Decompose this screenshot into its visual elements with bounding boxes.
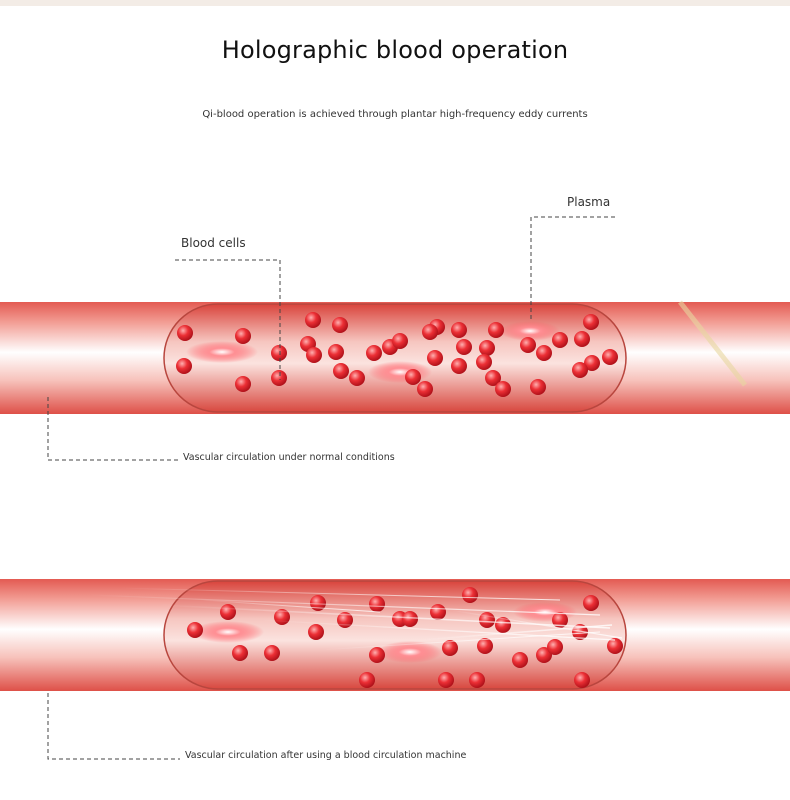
flow-streaks xyxy=(89,587,623,651)
blood-cell xyxy=(512,652,528,668)
blood-cell xyxy=(271,370,287,386)
blood-cell xyxy=(476,354,492,370)
blood-cell xyxy=(369,647,385,663)
blood-cell xyxy=(451,358,467,374)
blood-cell xyxy=(547,639,563,655)
blood-cell xyxy=(369,596,385,612)
blood-cell xyxy=(536,647,552,663)
normal-caption-leader xyxy=(47,397,180,461)
blood-cell xyxy=(479,612,495,628)
blood-cell xyxy=(479,340,495,356)
blood-cell xyxy=(572,362,588,378)
blood-cell xyxy=(232,645,248,661)
plasma-glow xyxy=(378,641,442,663)
blood-cell xyxy=(264,645,280,661)
blood-cell xyxy=(552,332,568,348)
blood-cells-label: Blood cells xyxy=(181,236,246,250)
top-band xyxy=(0,0,790,6)
blood-cell xyxy=(305,312,321,328)
blood-cell xyxy=(607,638,623,654)
blood-cells-normal xyxy=(176,312,618,397)
flow-streak xyxy=(419,624,613,641)
light-reflection xyxy=(678,300,747,387)
blood-cell xyxy=(176,358,192,374)
blood-cell xyxy=(495,617,511,633)
blood-cell xyxy=(584,355,600,371)
flow-streak xyxy=(449,609,623,639)
blood-cell xyxy=(583,595,599,611)
blood-cell xyxy=(306,347,322,363)
page-subtitle: Qi-blood operation is achieved through p… xyxy=(202,109,588,120)
blood-cell xyxy=(422,324,438,340)
blood-cell xyxy=(328,344,344,360)
flow-streak xyxy=(199,599,381,613)
plasma-glow xyxy=(192,621,264,643)
after-caption: Vascular circulation after using a blood… xyxy=(185,750,467,761)
blood-cells-leader xyxy=(175,259,281,380)
vessel-after xyxy=(0,579,790,691)
plasma-glow xyxy=(368,361,432,383)
plasma-glow xyxy=(500,321,560,341)
blood-cell xyxy=(349,370,365,386)
blood-cell xyxy=(530,379,546,395)
blood-cell xyxy=(536,345,552,361)
blood-cell xyxy=(488,322,504,338)
flow-streak xyxy=(119,587,561,601)
blood-cell xyxy=(574,672,590,688)
blood-cell xyxy=(417,381,433,397)
blood-cell xyxy=(495,381,511,397)
blood-cell xyxy=(469,672,485,688)
blood-cell xyxy=(520,337,536,353)
blood-cell xyxy=(427,350,443,366)
blood-cell xyxy=(462,587,478,603)
flow-streak xyxy=(319,631,601,651)
flow-streak xyxy=(259,619,616,641)
blood-cell xyxy=(583,314,599,330)
blood-cell xyxy=(485,370,501,386)
blood-cell xyxy=(402,611,418,627)
blood-cell xyxy=(310,595,326,611)
plasma-glow xyxy=(186,341,258,363)
plasma-label: Plasma xyxy=(567,195,611,209)
blood-cell xyxy=(456,339,472,355)
blood-cell xyxy=(392,333,408,349)
after-caption-leader xyxy=(47,693,180,760)
blood-cell xyxy=(366,345,382,361)
blood-cell xyxy=(405,369,421,385)
blood-cell xyxy=(220,604,236,620)
blood-cell xyxy=(451,322,467,338)
vessel-normal xyxy=(0,300,790,414)
blood-cell xyxy=(438,672,454,688)
blood-cell xyxy=(552,612,568,628)
blood-cell xyxy=(333,363,349,379)
blood-cell xyxy=(574,331,590,347)
page-title: Holographic blood operation xyxy=(221,36,569,64)
blood-cell xyxy=(430,604,446,620)
blood-cell xyxy=(332,317,348,333)
blood-cell xyxy=(235,328,251,344)
normal-caption: Vascular circulation under normal condit… xyxy=(183,452,395,463)
blood-cell xyxy=(442,640,458,656)
vessel-lumen xyxy=(163,580,627,690)
blood-cell xyxy=(359,672,375,688)
blood-cell xyxy=(271,345,287,361)
blood-cell xyxy=(477,638,493,654)
flow-streak xyxy=(89,594,601,616)
blood-cell xyxy=(235,376,251,392)
blood-cell xyxy=(187,622,203,638)
blood-cell xyxy=(308,624,324,640)
plasma-leader xyxy=(530,216,615,322)
blood-cell xyxy=(602,349,618,365)
blood-cell xyxy=(177,325,193,341)
